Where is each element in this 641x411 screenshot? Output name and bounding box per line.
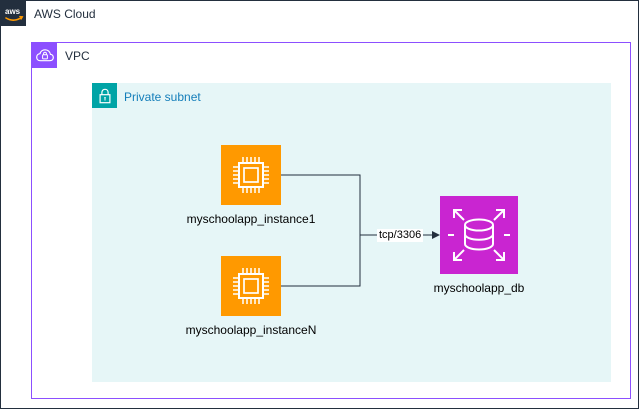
private-subnet-title: Private subnet xyxy=(124,90,201,104)
vpc-icon xyxy=(32,43,57,68)
private-subnet-group: Private subnet xyxy=(92,83,611,382)
vpc-group: VPC Private subnet xyxy=(31,42,631,399)
ec2-instance-1-label: myschoolapp_instance1 xyxy=(186,212,316,226)
ec2-instance-icon xyxy=(221,145,281,205)
aws-logo-icon: aws xyxy=(1,1,26,26)
rds-database-label: myschoolapp_db xyxy=(433,281,525,295)
vpc-title: VPC xyxy=(65,49,90,63)
ec2-instance-n-node[interactable] xyxy=(221,256,281,316)
lock-icon xyxy=(92,83,117,108)
ec2-instance-1-node[interactable] xyxy=(221,145,281,205)
rds-database-node[interactable] xyxy=(440,196,518,274)
ec2-instance-icon xyxy=(221,256,281,316)
svg-text:aws: aws xyxy=(5,7,21,16)
tcp-port-label: tcp/3306 xyxy=(377,229,424,242)
rds-database-icon xyxy=(440,196,518,274)
aws-cloud-title: AWS Cloud xyxy=(34,7,96,21)
ec2-instance-n-label: myschoolapp_instanceN xyxy=(185,323,317,337)
